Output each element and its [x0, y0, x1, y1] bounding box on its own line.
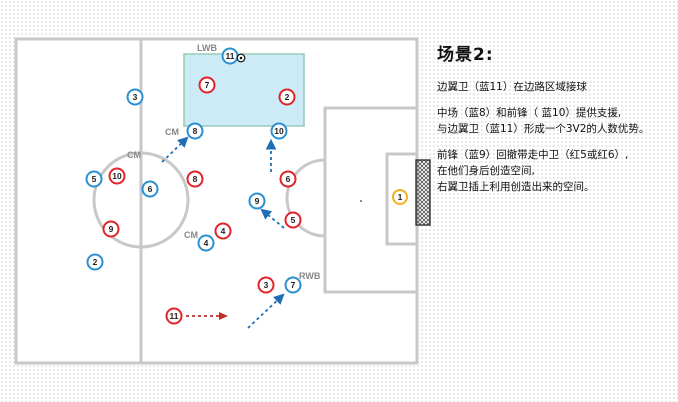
player-blue-4[interactable]: 4 [197, 234, 215, 252]
player-number: 8 [193, 174, 198, 184]
scenario-title: 场景2: [437, 45, 494, 65]
player-red-7[interactable]: 7 [198, 76, 216, 94]
player-number: 3 [133, 92, 138, 102]
player-blue-3[interactable]: 3 [126, 88, 144, 106]
player-number: 7 [205, 80, 210, 90]
player-blue-6[interactable]: 6 [141, 180, 159, 198]
player-red-9[interactable]: 9 [102, 220, 120, 238]
player-number: 9 [109, 224, 114, 234]
label-rwb: RWB [299, 271, 321, 281]
player-number: 1 [398, 192, 403, 202]
player-keeper-1[interactable]: 1 [392, 189, 408, 205]
player-red-4[interactable]: 4 [214, 222, 232, 240]
scenario-panel: 场景2: 边翼卫（蓝11）在边路区域接球 中场（蓝8）和前锋（ 蓝10）提供支援… [437, 40, 675, 205]
player-number: 6 [286, 174, 291, 184]
player-blue-2[interactable]: 2 [86, 253, 104, 271]
player-red-11[interactable]: 11 [165, 307, 183, 325]
player-number: 5 [92, 174, 97, 184]
label-cm-left: CM [127, 150, 141, 160]
player-number: 9 [255, 196, 260, 206]
player-number: 10 [274, 126, 284, 136]
player-number: 4 [204, 238, 209, 248]
player-red-2[interactable]: 2 [278, 88, 296, 106]
player-red-3[interactable]: 3 [257, 276, 275, 294]
player-number: 4 [221, 226, 226, 236]
player-number: 2 [93, 257, 98, 267]
player-blue-8[interactable]: 8 [186, 122, 204, 140]
player-red-6[interactable]: 6 [279, 170, 297, 188]
goal-net [415, 159, 431, 226]
player-blue-5[interactable]: 5 [85, 170, 103, 188]
text-line: 右翼卫插上利用创造出来的空间。 [437, 181, 595, 193]
label-cm-low: CM [184, 230, 198, 240]
player-number: 2 [285, 92, 290, 102]
label-lwb: LWB [197, 43, 217, 53]
run-arrow-blue-9 [260, 208, 285, 229]
scenario-line-1: 边翼卫（蓝11）在边路区域接球 [437, 79, 675, 95]
text-line: 前锋（蓝9）回撤带走中卫（红5或红6）, [437, 149, 629, 161]
text-line: 中场（蓝8）和前锋（ 蓝10）提供支援, [437, 107, 622, 119]
text-line: 与边翼卫（蓝11）形成一个3V2的人数优势。 [437, 123, 650, 135]
scenario-paragraph-3: 前锋（蓝9）回撤带走中卫（红5或红6）, 在他们身后创造空间, 右翼卫插上利用创… [437, 147, 675, 195]
penalty-spot [360, 200, 362, 202]
center-circle [92, 151, 190, 249]
player-blue-11[interactable]: 11 [221, 47, 239, 65]
player-number: 8 [193, 126, 198, 136]
text-line: 在他们身后创造空间, [437, 165, 535, 177]
run-arrow-blue-7 [247, 293, 285, 329]
penalty-arc [285, 158, 326, 238]
player-number: 6 [148, 184, 153, 194]
player-blue-10[interactable]: 10 [270, 122, 288, 140]
player-red-10[interactable]: 10 [108, 167, 126, 185]
player-number: 11 [170, 311, 179, 321]
scenario-paragraph-2: 中场（蓝8）和前锋（ 蓝10）提供支援, 与边翼卫（蓝11）形成一个3V2的人数… [437, 105, 675, 137]
ball-icon [236, 53, 246, 63]
player-red-5[interactable]: 5 [284, 211, 302, 229]
player-blue-7[interactable]: 7 [284, 276, 302, 294]
player-number: 7 [291, 280, 296, 290]
player-blue-9[interactable]: 9 [248, 192, 266, 210]
player-number: 10 [112, 171, 122, 181]
player-number: 5 [291, 215, 296, 225]
player-number: 11 [226, 51, 235, 61]
player-red-8[interactable]: 8 [186, 170, 204, 188]
label-cm-top: CM [165, 127, 179, 137]
player-number: 3 [264, 280, 269, 290]
pass-arrowhead-red-11 [219, 312, 228, 320]
text-line: 边翼卫（蓝11）在边路区域接球 [437, 81, 587, 93]
